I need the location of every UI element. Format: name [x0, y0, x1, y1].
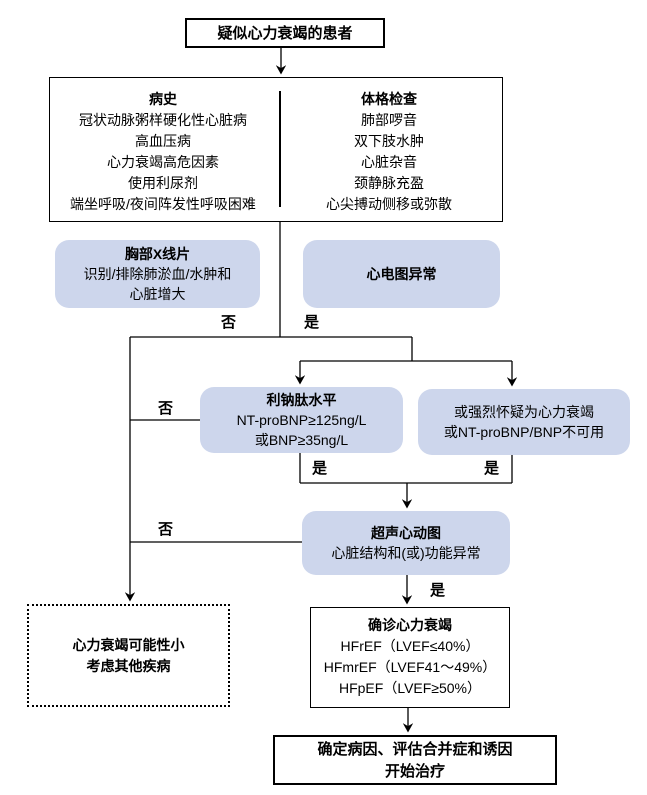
diagnosis-text: HFrEF（LVEF≤40%） [340, 638, 480, 654]
natriuretic-text: NT-proBNP≥125ng/L [236, 412, 367, 428]
exam-item: 肺部啰音 [361, 112, 417, 128]
unlikely-node: 心力衰竭可能性小 考虑其他疾病 [27, 604, 230, 707]
exam-item: 心脏杂音 [361, 154, 417, 170]
exam-column: 体格检查 肺部啰音 双下肢水肿 心脏杂音 颈静脉充盈 心尖搏动侧移或弥散 [276, 78, 502, 221]
suspect-node: 或强烈怀疑为心力衰竭 或NT-proBNP/BNP不可用 [418, 389, 630, 455]
decision-label-yes: 是 [484, 460, 500, 477]
decision-label-no: 否 [158, 521, 174, 538]
treatment-text: 开始治疗 [384, 763, 445, 780]
decision-label-yes: 是 [312, 460, 328, 477]
echo-node: 超声心动图 心脏结构和(或)功能异常 [302, 511, 510, 575]
history-item: 端坐呼吸/夜间阵发性呼吸困难 [70, 196, 256, 212]
history-item: 心力衰竭高危因素 [107, 154, 219, 170]
ecg-title: 心电图异常 [366, 266, 437, 282]
history-item: 冠状动脉粥样硬化性心脏病 [79, 112, 247, 128]
column-divider [279, 91, 281, 207]
diagnosis-title: 确诊心力衰竭 [368, 617, 452, 633]
history-item: 使用利尿剂 [128, 175, 198, 191]
assessment-node: 病史 冠状动脉粥样硬化性心脏病 高血压病 心力衰竭高危因素 使用利尿剂 端坐呼吸… [49, 77, 503, 222]
treatment-text: 确定病因、评估合并症和诱因 [317, 741, 513, 758]
xray-text: 识别/排除肺淤血/水肿和 [83, 266, 232, 282]
natriuretic-node: 利钠肽水平 NT-proBNP≥125ng/L 或BNP≥35ng/L [200, 387, 403, 453]
echo-text: 心脏结构和(或)功能异常 [331, 545, 481, 561]
ecg-node: 心电图异常 [303, 240, 500, 308]
echo-title: 超声心动图 [371, 525, 441, 541]
history-title: 病史 [149, 91, 177, 107]
diagnosis-text: HFpEF（LVEF≥50%） [338, 680, 482, 696]
decision-label-yes: 是 [430, 582, 446, 599]
unlikely-text: 考虑其他疾病 [86, 657, 171, 674]
exam-title: 体格检查 [361, 91, 417, 107]
exam-item: 颈静脉充盈 [354, 175, 424, 191]
diagnosis-node: 确诊心力衰竭 HFrEF（LVEF≤40%） HFmrEF（LVEF41～49%… [310, 607, 510, 708]
exam-item: 心尖搏动侧移或弥散 [326, 196, 452, 212]
xray-title: 胸部X线片 [124, 246, 191, 262]
natriuretic-title: 利钠肽水平 [266, 392, 337, 408]
natriuretic-text: 或BNP≥35ng/L [254, 432, 349, 448]
start-node-text: 疑似心力衰竭的患者 [217, 25, 353, 42]
exam-item: 双下肢水肿 [354, 133, 424, 149]
treatment-node: 确定病因、评估合并症和诱因 开始治疗 [273, 735, 557, 785]
unlikely-text: 心力衰竭可能性小 [72, 636, 185, 653]
xray-node: 胸部X线片 识别/排除肺淤血/水肿和 心脏增大 [55, 240, 260, 308]
start-node: 疑似心力衰竭的患者 [185, 18, 385, 48]
suspect-text: 或强烈怀疑为心力衰竭 [454, 404, 594, 420]
history-item: 高血压病 [135, 133, 191, 149]
diagnosis-text: HFmrEF（LVEF41～49%） [323, 659, 497, 675]
decision-label-no: 否 [221, 314, 237, 331]
decision-label-no: 否 [158, 400, 174, 417]
history-column: 病史 冠状动脉粥样硬化性心脏病 高血压病 心力衰竭高危因素 使用利尿剂 端坐呼吸… [50, 78, 276, 221]
decision-label-yes: 是 [304, 314, 320, 331]
suspect-text: 或NT-proBNP/BNP不可用 [443, 424, 605, 440]
xray-text: 心脏增大 [129, 286, 186, 302]
